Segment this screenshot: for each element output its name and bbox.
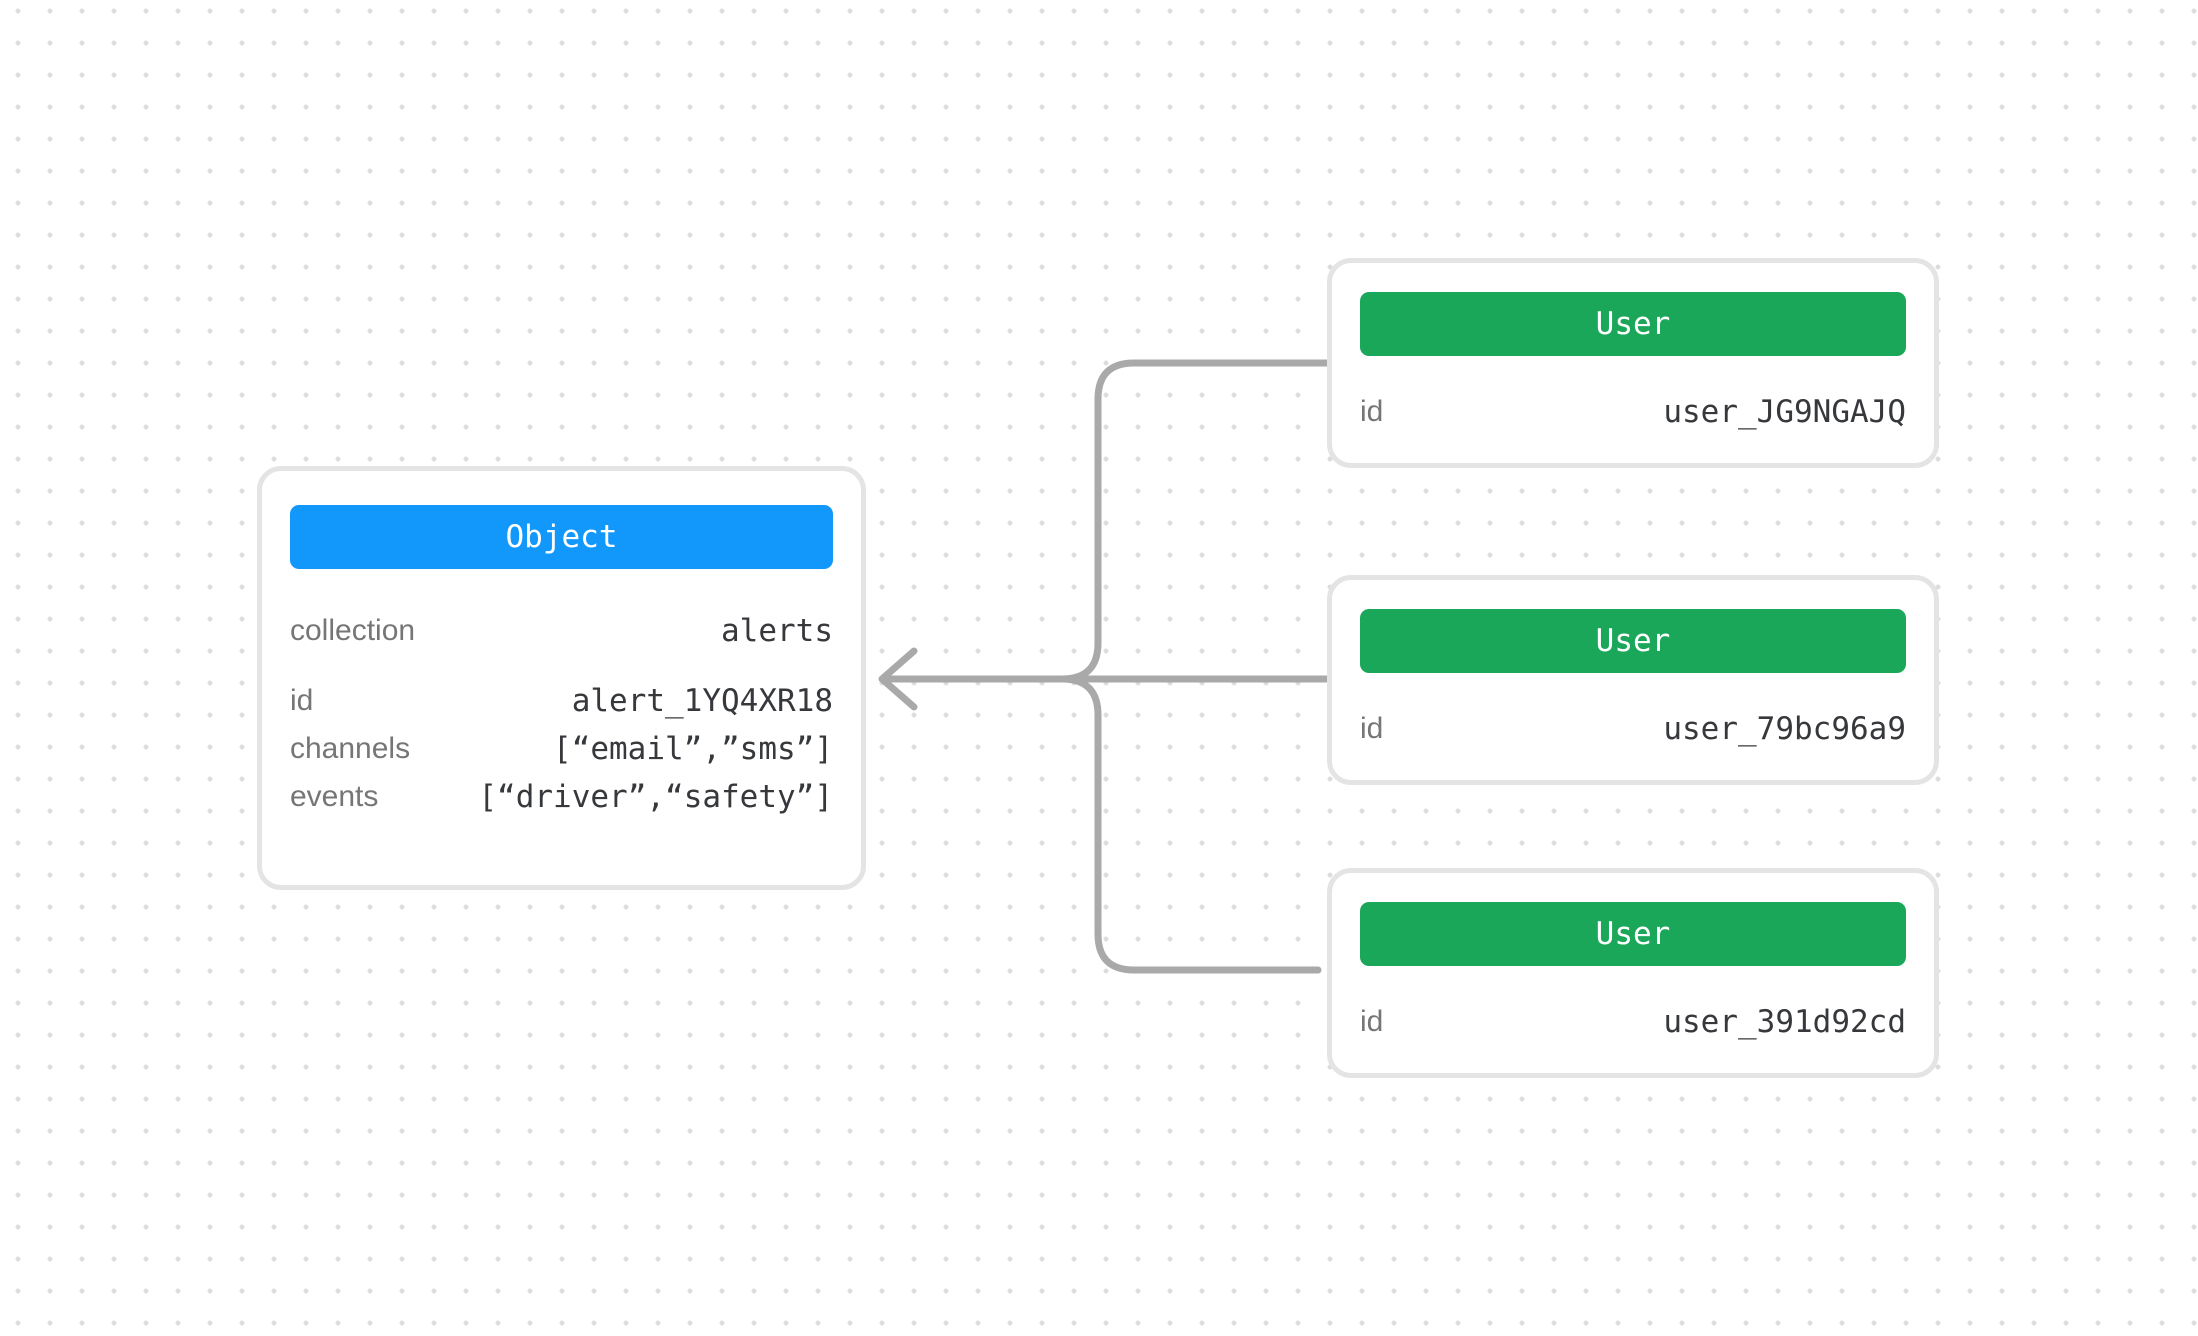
field-label: events bbox=[290, 780, 379, 813]
field-value: user_391d92cd bbox=[1663, 1004, 1906, 1040]
field-label: id bbox=[1360, 395, 1384, 428]
object-node-title: Object bbox=[505, 519, 618, 555]
field-row-id: id user_JG9NGAJQ bbox=[1360, 388, 1906, 436]
field-label: collection bbox=[290, 614, 416, 647]
field-value: [“driver”,“safety”] bbox=[478, 779, 833, 815]
user-node-title: User bbox=[1595, 306, 1671, 342]
field-label: channels bbox=[290, 732, 411, 765]
user-node-header: User bbox=[1360, 902, 1906, 966]
field-value: alerts bbox=[721, 613, 833, 649]
field-row-id: id user_391d92cd bbox=[1360, 998, 1906, 1046]
field-value: [“email”,”sms”] bbox=[553, 731, 833, 767]
field-value: user_79bc96a9 bbox=[1663, 711, 1906, 747]
field-row-collection: collection alerts bbox=[290, 607, 833, 655]
field-label: id bbox=[290, 684, 314, 717]
object-node[interactable]: Object collection alerts id alert_1YQ4XR… bbox=[257, 466, 866, 890]
field-row-events: events [“driver”,“safety”] bbox=[290, 773, 833, 821]
field-row-id: id alert_1YQ4XR18 bbox=[290, 677, 833, 725]
user-node-1[interactable]: User id user_JG9NGAJQ bbox=[1327, 258, 1939, 468]
user-node-title: User bbox=[1595, 916, 1671, 952]
field-label: id bbox=[1360, 1005, 1384, 1038]
field-row-id: id user_79bc96a9 bbox=[1360, 705, 1906, 753]
field-label: id bbox=[1360, 712, 1384, 745]
field-value: user_JG9NGAJQ bbox=[1663, 394, 1906, 430]
field-value: alert_1YQ4XR18 bbox=[571, 683, 833, 719]
user-node-title: User bbox=[1595, 623, 1671, 659]
user-node-header: User bbox=[1360, 292, 1906, 356]
edge-user1-to-object bbox=[880, 359, 1336, 683]
object-node-header: Object bbox=[290, 505, 833, 569]
edge-user3-to-object bbox=[880, 675, 1322, 974]
field-row-channels: channels [“email”,”sms”] bbox=[290, 725, 833, 773]
user-node-header: User bbox=[1360, 609, 1906, 673]
user-node-3[interactable]: User id user_391d92cd bbox=[1327, 868, 1939, 1078]
user-node-2[interactable]: User id user_79bc96a9 bbox=[1327, 575, 1939, 785]
arrowhead-left-icon bbox=[878, 647, 918, 711]
